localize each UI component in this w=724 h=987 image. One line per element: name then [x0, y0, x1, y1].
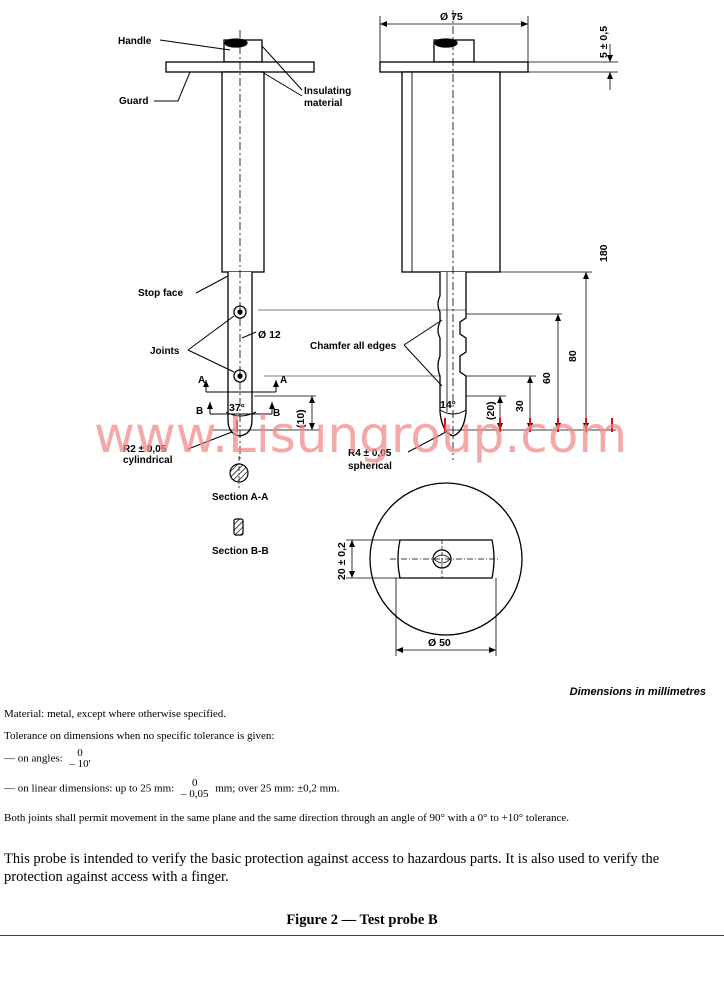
plan-view — [346, 482, 523, 656]
label-b-right: B — [273, 408, 280, 419]
right-leaders — [403, 319, 447, 453]
dim-h80: 80 — [567, 350, 579, 362]
watermark-marks — [236, 418, 613, 432]
description-paragraph: This probe is intended to verify the bas… — [4, 851, 660, 885]
note-linear: — on linear dimensions: up to 25 mm: 0 –… — [4, 778, 339, 800]
label-section-aa: Section A-A — [212, 492, 268, 503]
angles-lower: – 10' — [69, 758, 91, 770]
units-note: Dimensions in millimetres — [569, 686, 706, 698]
note-linear-suffix: mm; over 25 mm: ±0,2 mm. — [215, 782, 340, 795]
angles-tolerance: 0 – 10' — [69, 748, 90, 770]
label-b-left: B — [196, 406, 203, 417]
dim-h10p: (10) — [295, 409, 307, 428]
label-insulating: Insulating — [304, 86, 351, 97]
note-angles: — on angles: 0 – 10' — [4, 748, 95, 770]
label-spherical: spherical — [348, 461, 392, 472]
figure-caption: Figure 2 — Test probe B — [286, 912, 438, 928]
watermark: www.Lisungroup.com — [94, 406, 627, 464]
dim-h20p: (20) — [485, 401, 497, 420]
dim-a14: 14° — [440, 399, 456, 411]
note-material: Material: metal, except where otherwise … — [4, 708, 227, 720]
label-material: material — [304, 98, 343, 109]
label-guard: Guard — [119, 96, 148, 107]
dim-h30: 30 — [514, 400, 526, 412]
left-leaders — [154, 39, 303, 450]
dim-d50: Ø 50 — [428, 637, 451, 649]
test-probe-drawing: Handle Guard Insulating material Stop fa… — [94, 10, 627, 656]
dim-h5: 5 ± 0,5 — [598, 26, 610, 58]
linear-lower: – 0,05 — [180, 788, 209, 800]
note-angles-prefix: — on angles: — [4, 752, 63, 765]
front-view — [379, 10, 529, 460]
linear-tolerance: 0 – 0,05 — [181, 778, 209, 800]
dim-d12: Ø 12 — [258, 329, 281, 341]
note-joints: Both joints shall permit movement in the… — [4, 812, 569, 824]
label-a-right: A — [280, 375, 287, 386]
linear-upper: 0 — [191, 777, 198, 789]
bottom-rule — [0, 935, 724, 936]
angles-upper: 0 — [77, 747, 83, 759]
label-chamfer: Chamfer all edges — [310, 341, 397, 352]
label-joints: Joints — [150, 346, 180, 357]
label-r2: R2 ± 0,05 — [123, 444, 167, 455]
front-dimensions — [258, 16, 618, 431]
dim-h180: 180 — [598, 244, 610, 262]
label-section-bb: Section B-B — [212, 546, 269, 557]
label-a-left: A — [198, 375, 205, 386]
note-linear-prefix: — on linear dimensions: up to 25 mm: — [4, 782, 175, 795]
dim-w20: 20 ± 0,2 — [336, 542, 348, 580]
label-cylindrical: cylindrical — [123, 455, 173, 466]
dim-d75: Ø 75 — [440, 11, 463, 23]
label-r4: R4 ± 0,05 — [348, 448, 392, 459]
label-stop-face: Stop face — [138, 288, 183, 299]
note-tolerance: Tolerance on dimensions when no specific… — [4, 730, 275, 742]
dim-a37: 37° — [229, 402, 245, 414]
side-view — [165, 30, 320, 460]
section-bb — [233, 518, 244, 536]
label-handle: Handle — [118, 36, 152, 47]
section-aa — [229, 456, 249, 488]
dim-h60: 60 — [541, 372, 553, 384]
